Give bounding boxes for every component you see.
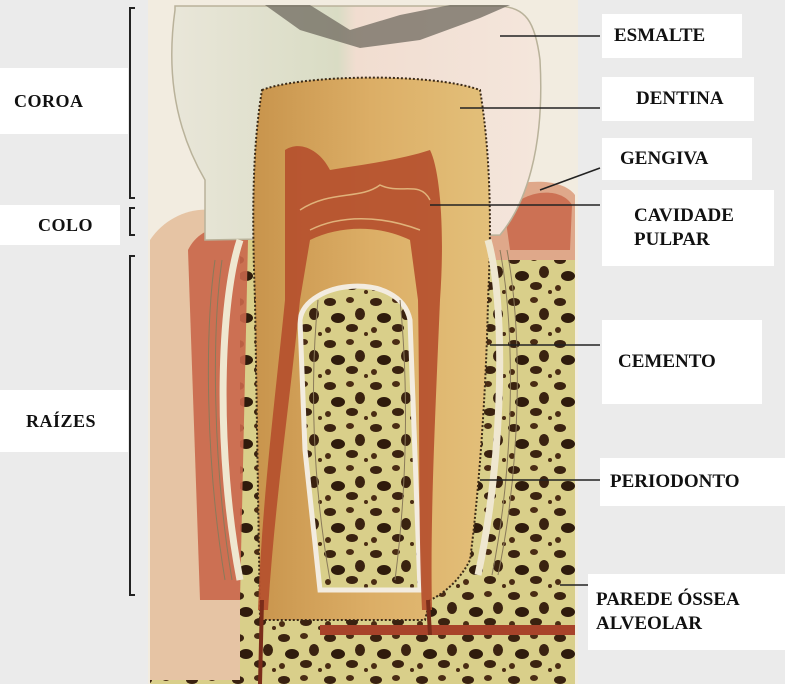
- label-alveolar-box: PAREDE ÓSSEA ALVEOLAR: [588, 574, 785, 650]
- root-canal-left: [260, 600, 262, 684]
- label-roots-box: RAÍZES: [0, 390, 128, 452]
- label-cementum-box: CEMENTO: [602, 320, 762, 404]
- label-pulp-cavity: CAVIDADE PULPAR: [634, 204, 734, 252]
- label-crown-box: COROA: [0, 68, 128, 134]
- label-roots: RAÍZES: [26, 410, 96, 433]
- label-periodontium-box: PERIODONTO: [600, 458, 785, 506]
- label-dentin-box: DENTINA: [602, 77, 754, 121]
- label-gum: GENGIVA: [620, 147, 708, 171]
- label-alveolar-bone: PAREDE ÓSSEA ALVEOLAR: [596, 588, 740, 636]
- inter-radicular-bone: [300, 286, 420, 590]
- left-region-brackets: [130, 8, 135, 595]
- label-periodontium: PERIODONTO: [610, 470, 740, 494]
- label-dentin: DENTINA: [636, 87, 724, 111]
- label-enamel: ESMALTE: [614, 24, 705, 48]
- label-enamel-box: ESMALTE: [602, 14, 742, 58]
- label-neck-box: COLO: [0, 205, 120, 245]
- label-pulp-box: CAVIDADE PULPAR: [602, 190, 774, 266]
- label-cementum: CEMENTO: [618, 350, 716, 374]
- label-neck: COLO: [38, 214, 93, 237]
- root-canal-right: [428, 600, 430, 635]
- label-crown: COROA: [14, 90, 84, 113]
- label-gum-box: GENGIVA: [602, 138, 752, 180]
